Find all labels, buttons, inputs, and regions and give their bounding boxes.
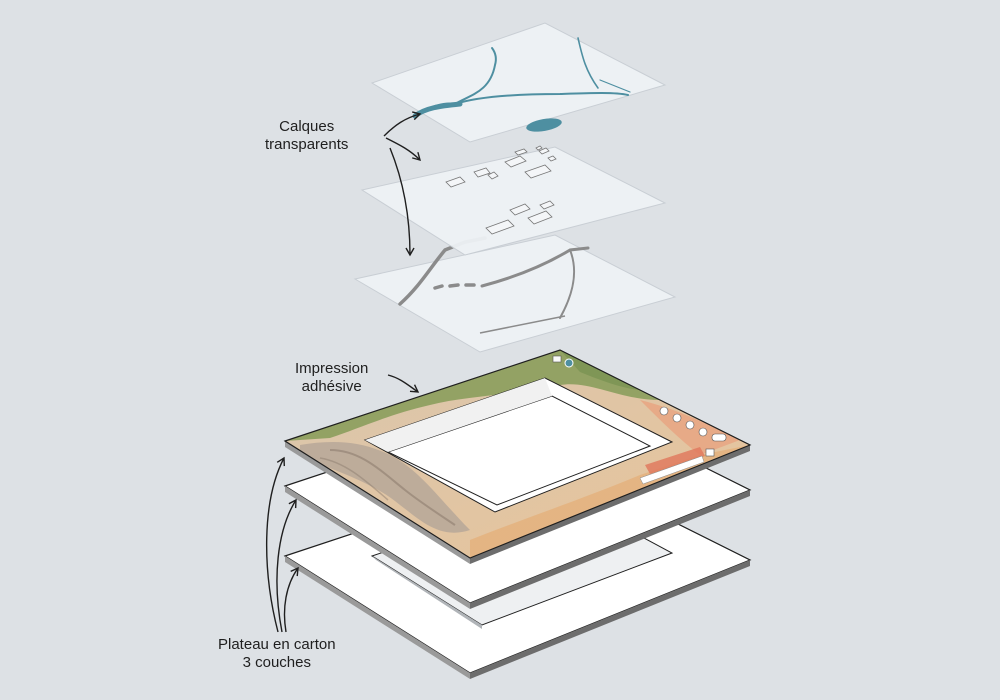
transparent-layer-roads xyxy=(353,234,677,353)
label-line: Impression xyxy=(295,360,369,377)
map-ui-buttons xyxy=(552,355,727,485)
arrow-to-buildings-layer xyxy=(385,137,421,161)
triangle-icon xyxy=(685,420,695,430)
arrows xyxy=(266,111,422,633)
arrow-to-cardboard-2 xyxy=(276,498,297,633)
arrow-to-cardboard-3 xyxy=(283,566,299,633)
adhesive-print-layer xyxy=(283,349,752,564)
transparent-layer-buildings xyxy=(360,145,667,256)
label-line: Calques xyxy=(279,118,335,135)
pencil-icon xyxy=(659,406,669,416)
transparent-layer-water xyxy=(370,22,667,143)
label-line: transparents xyxy=(265,136,349,153)
label-transparent-layers: Calques transparents xyxy=(265,118,348,154)
house-icon xyxy=(711,433,727,442)
label-line: Plateau en carton xyxy=(218,636,336,653)
search-icon xyxy=(639,455,705,485)
label-line: adhésive xyxy=(301,378,362,395)
arrow-to-cardboard-1 xyxy=(266,456,286,633)
label-cardboard-tray: Plateau en carton 3 couches xyxy=(218,636,336,672)
arrow-to-water-layer xyxy=(383,111,422,137)
label-line: 3 couches xyxy=(242,654,311,671)
circle-icon xyxy=(564,358,574,368)
arrow-to-roads-layer xyxy=(389,147,415,257)
label-adhesive-print: Impression adhésive xyxy=(295,360,368,396)
arrow-to-print-layer xyxy=(387,374,420,393)
